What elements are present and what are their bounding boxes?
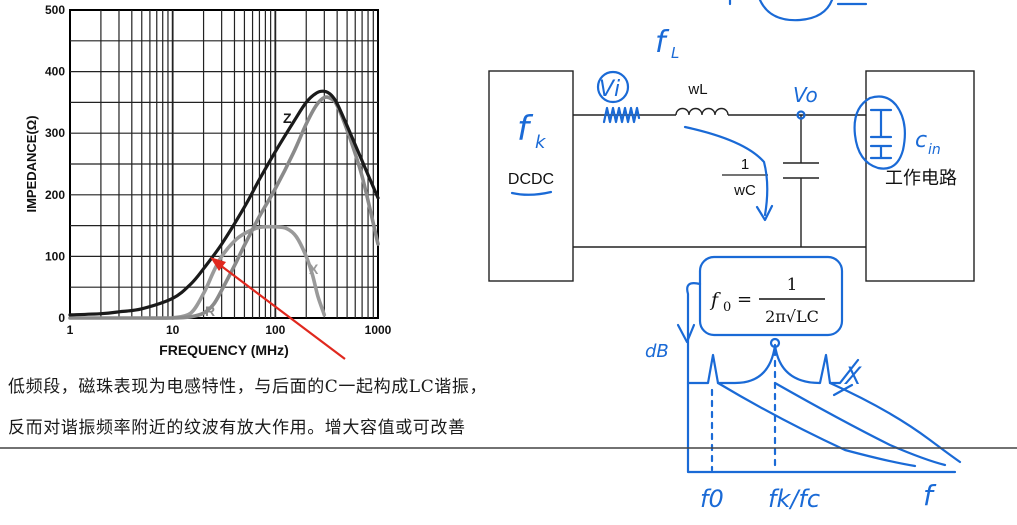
series-line-x (170, 224, 327, 320)
y-tick-label: 100 (45, 249, 65, 263)
hand-f: f (923, 479, 937, 512)
y-tick-label: 500 (45, 3, 65, 17)
hand-f0: f0 (700, 485, 724, 513)
formula-numerator: 1 (787, 275, 798, 295)
ripple-scribble (602, 106, 641, 124)
formula-box (698, 255, 844, 337)
series-label-z: Z (283, 110, 292, 126)
current-path (683, 125, 769, 217)
x-mark-arrow (832, 383, 854, 397)
bode-peak-mark (769, 337, 781, 349)
bode-dashed-guides (710, 348, 777, 472)
cap-impedance-numerator: 1 (741, 156, 749, 173)
bode-rolloff-3 (828, 381, 962, 464)
cin-circle (853, 95, 906, 170)
cin-symbol (869, 108, 893, 160)
formula-denominator: 2π√LC (765, 307, 819, 326)
hand-fk-sub: k (535, 132, 547, 153)
y-tick-label: 200 (45, 188, 65, 202)
formula-lhs: f (709, 289, 721, 311)
formula-sub: 0 (723, 300, 731, 315)
dcdc-block (488, 70, 574, 282)
x-tick-label: 1000 (365, 323, 392, 337)
inductor-symbol (675, 107, 729, 116)
series-label-x: X (309, 261, 319, 277)
cap-impedance-denominator: wC (733, 182, 756, 199)
x-tick-label: 1 (67, 323, 74, 337)
load-block (865, 70, 975, 282)
red-arrow (210, 257, 346, 360)
y-axis-label: IMPEDANCE(Ω) (24, 115, 39, 212)
hand-db: dB (645, 341, 669, 362)
load-label: 工作电路 (885, 168, 957, 189)
hand-fkfc: fk/fc (768, 485, 820, 513)
inductor-label: wL (687, 81, 707, 98)
bode-top-trace (686, 343, 860, 385)
circuit-diagram: DCDC 工作电路 wL 1 wC (488, 70, 975, 282)
bode-rolloff-2 (773, 381, 947, 467)
axis-tick-labels: 1 10 100 1000 0 100 200 300 400 500 (45, 3, 392, 337)
capacitor-symbol (783, 162, 819, 179)
y-tick-label: 0 (58, 311, 65, 325)
x-tick-label: 100 (265, 323, 285, 337)
hand-cin: c (915, 128, 927, 153)
series-line-z (68, 89, 380, 317)
bode-axis-arrow (676, 323, 696, 344)
bode-rolloff-1 (716, 381, 917, 468)
hand-vi: Vi (599, 77, 620, 102)
top-scribble (728, 0, 868, 22)
hand-fl: f (655, 25, 670, 60)
current-arrowhead (755, 204, 774, 222)
impedance-chart: 1 10 100 1000 0 100 200 300 400 500 Z R X FREQUEN… (24, 3, 392, 358)
series-labels: Z R X (205, 110, 319, 319)
y-tick-label: 400 (45, 65, 65, 79)
dcdc-underline (510, 190, 553, 196)
grid-lines (70, 10, 378, 318)
hand-x-mark: X (843, 362, 862, 390)
hand-fl-sub: L (671, 44, 679, 62)
dcdc-label: DCDC (508, 171, 554, 188)
vo-node (796, 110, 806, 120)
x-axis-label: FREQUENCY (MHz) (159, 342, 289, 358)
hand-vo: Vo (793, 83, 818, 107)
x-tick-label: 10 (166, 323, 180, 337)
y-tick-label: 300 (45, 126, 65, 140)
formula-equals: = (737, 289, 752, 310)
hand-cin-sub: in (928, 142, 941, 158)
series-curves (68, 89, 380, 320)
series-label-r: R (205, 303, 215, 319)
annotation-line-1: 低频段，磁珠表现为电感特性，与后面的C一起构成LC谐振， (8, 377, 488, 397)
bode-axes (686, 282, 957, 474)
handwritten-annotations: f L f k Vi Vo c in f 0 = 1 2π√LC dB (510, 0, 962, 513)
vi-circle (596, 70, 630, 104)
annotation-line-2: 反而对谐振频率附近的纹波有放大作用。增大容值或可改善 (8, 418, 466, 438)
